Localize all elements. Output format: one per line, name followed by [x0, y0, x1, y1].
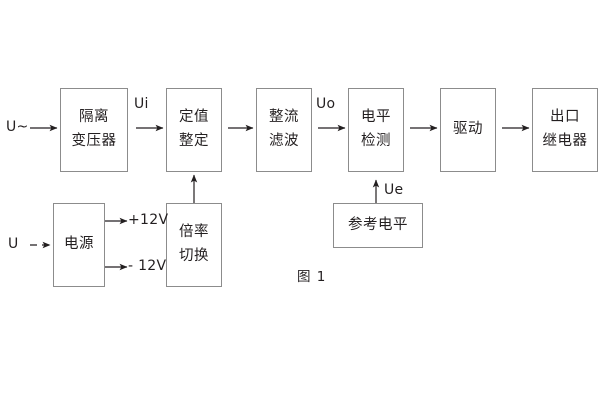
block-multiplier-switch-line2: 切换 — [179, 248, 209, 264]
block-drive-line1: 驱动 — [453, 121, 483, 138]
block-isolation-transformer-line2: 变压器 — [71, 133, 117, 149]
block-reference-level[interactable]: 参考电平 — [333, 203, 423, 248]
block-isolation-transformer[interactable]: 隔离 变压器 — [60, 88, 128, 172]
block-level-detect[interactable]: 电平 检测 — [348, 88, 404, 172]
figure-caption: 图 1 — [297, 269, 327, 285]
block-rectify-filter-line2: 滤波 — [269, 133, 299, 149]
block-output-relay-line2: 继电器 — [542, 133, 588, 149]
block-level-detect-line1: 电平 — [361, 109, 391, 126]
label-uo: Uo — [316, 96, 336, 112]
block-drive[interactable]: 驱动 — [440, 88, 496, 172]
block-output-relay[interactable]: 出口 继电器 — [532, 88, 598, 172]
block-setting-value-line1: 定值 — [179, 109, 209, 126]
block-power-supply[interactable]: 电源 — [53, 203, 105, 287]
block-rectify-filter-line1: 整流 — [269, 109, 299, 126]
label-rail-negative: - 12V — [128, 258, 167, 274]
label-rail-positive: +12V — [128, 212, 169, 228]
block-level-detect-line2: 检测 — [361, 133, 391, 149]
block-power-supply-line1: 电源 — [64, 236, 94, 253]
label-input-dc: U — [8, 236, 19, 252]
block-rectify-filter[interactable]: 整流 滤波 — [256, 88, 312, 172]
block-reference-level-line1: 参考电平 — [348, 216, 408, 233]
label-ui: Ui — [134, 96, 149, 112]
block-isolation-transformer-line1: 隔离 — [79, 109, 109, 126]
block-setting-value[interactable]: 定值 整定 — [166, 88, 222, 172]
block-multiplier-switch-line1: 倍率 — [179, 224, 209, 241]
label-ue: Ue — [384, 182, 404, 198]
block-setting-value-line2: 整定 — [179, 133, 209, 149]
block-multiplier-switch[interactable]: 倍率 切换 — [166, 203, 222, 287]
block-output-relay-line1: 出口 — [550, 109, 580, 126]
label-input-ac: U~ — [6, 119, 29, 135]
